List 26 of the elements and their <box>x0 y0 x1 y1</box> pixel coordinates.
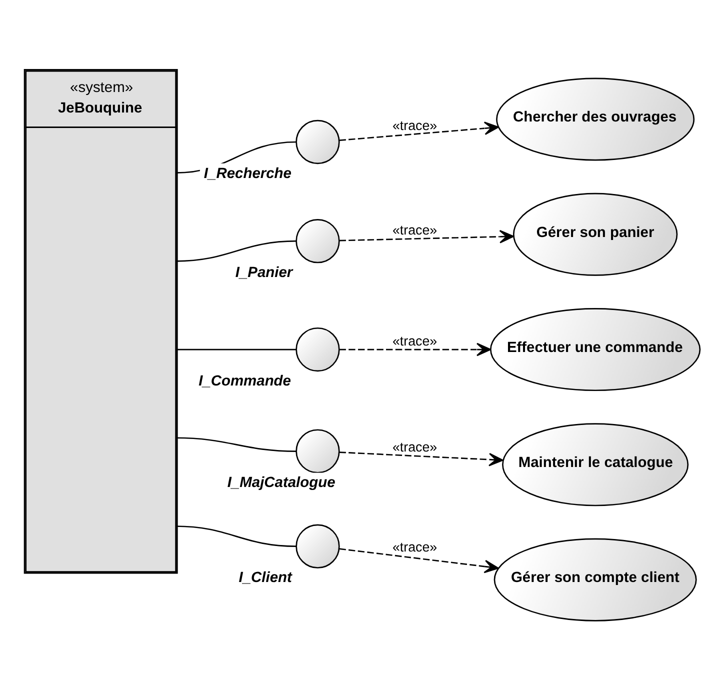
arrow <box>339 230 514 244</box>
arrow <box>339 452 504 466</box>
node-circle <box>296 524 340 568</box>
node-circle <box>296 327 340 372</box>
node-circle <box>296 219 340 264</box>
node-ellipse: Gérer son compte client <box>494 538 697 622</box>
connector <box>176 348 296 350</box>
arrow <box>339 342 492 356</box>
edge-label: «trace» <box>392 222 438 238</box>
arrow <box>339 122 499 141</box>
arrow <box>339 548 499 574</box>
node-text: I_MajCatalogue <box>227 475 336 492</box>
node-ellipse: Chercher des ouvrages <box>496 78 695 161</box>
edge-label: «trace» <box>392 439 438 454</box>
node-ellipse: Maintenir le catalogue <box>502 423 689 506</box>
connector <box>176 240 296 262</box>
node-label: I_Commande <box>198 373 292 390</box>
node-ellipse: Gérer son panier <box>512 192 678 276</box>
edge-label: «trace» <box>392 334 438 349</box>
edge-label: «trace» <box>392 540 438 555</box>
connector <box>176 526 296 547</box>
node-label: I_Panier <box>235 264 293 281</box>
connector <box>176 437 296 452</box>
node-label: I_Client <box>238 570 292 586</box>
node-ellipse: Effectuer une commande <box>490 308 701 392</box>
edge-label: «trace» <box>392 118 438 133</box>
